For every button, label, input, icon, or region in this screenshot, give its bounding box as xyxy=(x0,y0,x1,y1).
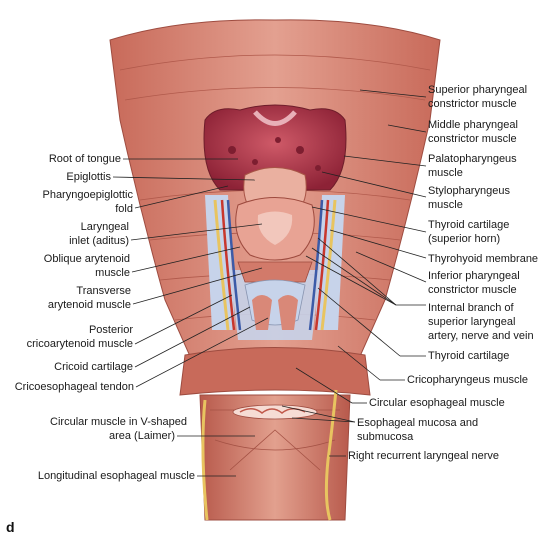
leader-stylopharyngeus xyxy=(321,171,427,198)
leader-pharyngoepiglottic xyxy=(134,185,229,209)
label-laryngeal-inlet-1: Laryngeal xyxy=(81,221,129,233)
label-thyroid-superior-horn-1: Thyroid cartilage xyxy=(428,219,509,231)
leader-esophageal-mucosa-a xyxy=(281,405,356,423)
leader-internal-branch-a xyxy=(317,237,397,306)
laryngeal-inlet xyxy=(235,197,315,261)
leader-laryngeal-inlet xyxy=(130,223,263,241)
label-oblique-arytenoid-1: Oblique arytenoid xyxy=(44,253,130,265)
label-esophageal-mucosa-1: Esophageal mucosa and xyxy=(357,417,478,429)
leader-internal-branch-b xyxy=(311,247,397,306)
label-cricoesophageal-tendon: Cricoesophageal tendon xyxy=(15,381,134,393)
label-internal-branch-1: Internal branch of xyxy=(428,302,515,314)
label-cricopharyngeus: Cricopharyngeus muscle xyxy=(407,374,528,386)
leader-thyrohyoid-membrane xyxy=(329,229,427,259)
label-thyroid-superior-horn-2: (superior horn) xyxy=(428,233,500,245)
right-labels: Superior pharyngeal constrictor muscle M… xyxy=(281,84,538,462)
label-superior-constrictor-1: Superior pharyngeal xyxy=(428,84,527,96)
label-pharyngoepiglottic-1: Pharyngoepiglottic xyxy=(42,189,133,201)
label-pharyngoepiglottic-2: fold xyxy=(115,203,133,215)
label-palatopharyngeus-1: Palatopharyngeus xyxy=(428,153,517,165)
label-inferior-constrictor-2: constrictor muscle xyxy=(428,284,517,296)
leader-internal-branch-c xyxy=(305,255,397,306)
label-middle-constrictor-1: Middle pharyngeal xyxy=(428,119,518,131)
leader-epiglottis xyxy=(112,176,256,181)
label-thyroid-cartilage: Thyroid cartilage xyxy=(428,350,509,362)
label-cricoid-cartilage: Cricoid cartilage xyxy=(54,361,133,373)
leader-cricoid-cartilage xyxy=(134,306,251,368)
recurrent-laryngeal-nerves xyxy=(201,389,338,521)
label-thyrohyoid-membrane: Thyrohyoid membrane xyxy=(428,253,538,265)
label-longitudinal-esophageal: Longitudinal esophageal muscle xyxy=(38,470,195,482)
left-labels: Root of tongue Epiglottis Pharyngoepiglo… xyxy=(15,153,269,482)
leader-cricopharyngeus-b xyxy=(337,345,381,381)
label-posterior-cricoarytenoid-1: Posterior xyxy=(89,324,133,336)
label-stylopharyngeus-2: muscle xyxy=(428,199,463,211)
label-middle-constrictor-2: constrictor muscle xyxy=(428,133,517,145)
leader-oblique-arytenoid xyxy=(131,246,241,273)
leader-middle-constrictor xyxy=(387,124,427,133)
label-circular-laimer-1: Circular muscle in V-shaped xyxy=(50,416,187,428)
leader-cricoesophageal-tendon xyxy=(135,317,269,388)
label-transverse-arytenoid-1: Transverse xyxy=(76,285,131,297)
leader-inferior-constrictor xyxy=(355,251,427,283)
label-superior-constrictor-2: constrictor muscle xyxy=(428,98,517,110)
label-internal-branch-3: artery, nerve and vein xyxy=(428,330,534,342)
label-epiglottis: Epiglottis xyxy=(66,171,111,183)
leader-thyroid-cartilage-b xyxy=(317,287,401,357)
label-stylopharyngeus-1: Stylopharyngeus xyxy=(428,185,510,197)
label-circular-esophageal: Circular esophageal muscle xyxy=(369,397,505,409)
esophagus xyxy=(179,347,371,521)
label-inferior-constrictor-1: Inferior pharyngeal xyxy=(428,270,520,282)
label-circular-laimer-2: area (Laimer) xyxy=(109,430,175,442)
leader-esophageal-mucosa-b xyxy=(291,417,356,423)
leader-posterior-cricoarytenoid xyxy=(134,294,233,345)
label-recurrent-laryngeal: Right recurrent laryngeal nerve xyxy=(348,450,499,462)
leader-circular-esophageal-b xyxy=(295,367,353,404)
label-esophageal-mucosa-2: submucosa xyxy=(357,431,414,443)
label-internal-branch-2: superior laryngeal xyxy=(428,316,515,328)
leader-thyroid-superior-horn xyxy=(311,206,427,233)
label-transverse-arytenoid-2: arytenoid muscle xyxy=(48,299,131,311)
label-root-of-tongue: Root of tongue xyxy=(49,153,121,165)
leader-superior-constrictor xyxy=(359,89,427,98)
leader-transverse-arytenoid xyxy=(132,267,263,305)
leader-palatopharyngeus xyxy=(343,155,427,167)
root-of-tongue xyxy=(203,104,347,191)
panel-letter: d xyxy=(6,519,15,535)
arytenoid-muscles xyxy=(237,261,313,330)
label-laryngeal-inlet-2: inlet (aditus) xyxy=(69,235,129,247)
label-posterior-cricoarytenoid-2: cricoarytenoid muscle xyxy=(27,338,133,350)
superior-laryngeal-bundle xyxy=(213,199,337,331)
label-oblique-arytenoid-2: muscle xyxy=(95,267,130,279)
label-palatopharyngeus-2: muscle xyxy=(428,167,463,179)
